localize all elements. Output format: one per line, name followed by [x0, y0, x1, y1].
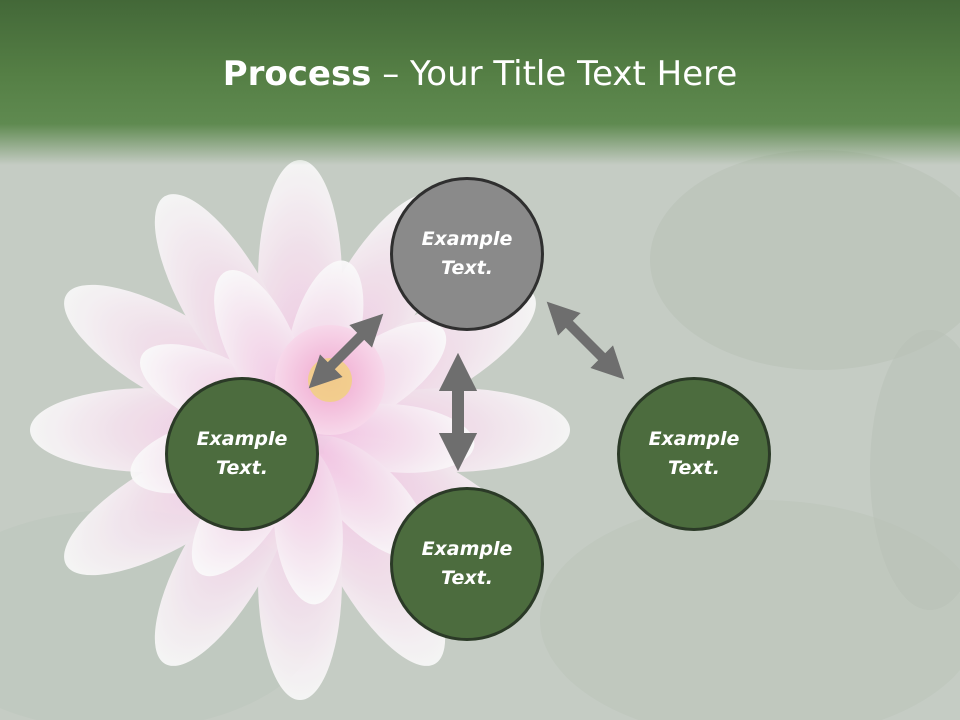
- node-label-line2: Text.: [668, 457, 720, 479]
- node-label-line2: Text.: [216, 457, 268, 479]
- process-node-top: Example Text.: [390, 177, 544, 331]
- node-label-line2: Text.: [441, 567, 493, 589]
- node-label-line1: Example: [421, 228, 513, 250]
- node-label-line1: Example: [421, 538, 513, 560]
- node-label-line1: Example: [196, 428, 288, 450]
- slide-title: Process – Your Title Text Here: [0, 52, 960, 96]
- process-node-bottom: Example Text.: [390, 487, 544, 641]
- header-band: [0, 0, 960, 165]
- process-node-right: Example Text.: [617, 377, 771, 531]
- title-bold: Process: [222, 54, 372, 94]
- process-node-left: Example Text.: [165, 377, 319, 531]
- node-label-line2: Text.: [441, 257, 493, 279]
- title-rest: – Your Title Text Here: [371, 54, 738, 94]
- node-label-line1: Example: [648, 428, 740, 450]
